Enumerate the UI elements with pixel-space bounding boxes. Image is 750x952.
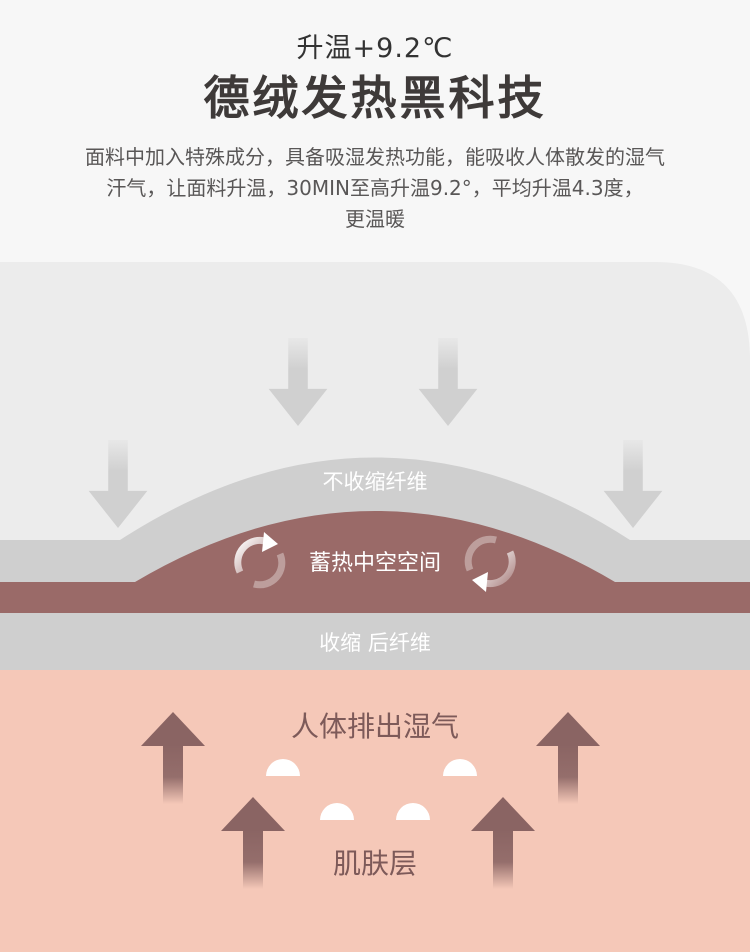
heat-storage-label: 蓄热中空空间 (0, 545, 750, 577)
non-shrink-fiber-label: 不收缩纤维 (0, 466, 750, 496)
skin-layer-label: 肌肤层 (0, 842, 750, 882)
body-moisture-label: 人体排出湿气 (0, 705, 750, 745)
shrunk-fiber-label: 收缩 后纤维 (0, 627, 750, 657)
